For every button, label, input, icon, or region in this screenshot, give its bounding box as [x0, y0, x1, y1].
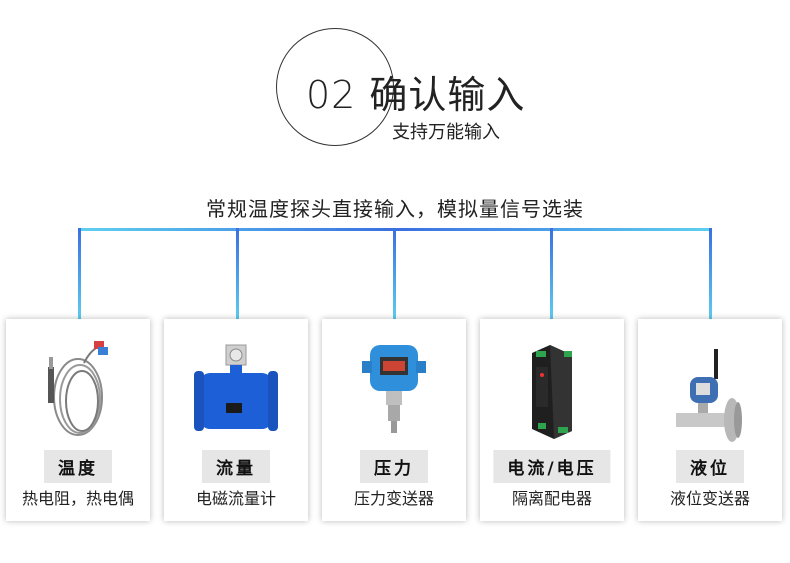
intro-text: 常规温度探头直接输入，模拟量信号选装: [206, 197, 584, 221]
card-description: 隔离配电器: [511, 489, 592, 508]
decorative-circle: [276, 28, 394, 146]
card-tag: 流量: [202, 450, 270, 483]
input-type-cards: 温度 热电阻，热电偶 流量 电磁流量计 压力 压力变送器: [6, 319, 786, 523]
level-transmitter-icon: [676, 349, 742, 442]
connector-lines: [78, 228, 712, 323]
card-tag: 液位: [676, 450, 744, 483]
thermocouple-probe-icon: [48, 341, 108, 436]
card-tag: 温度: [44, 450, 112, 483]
card-tag: 电流/电压: [493, 450, 611, 483]
pressure-transmitter-icon: [362, 345, 426, 433]
card-description: 电磁流量计: [195, 489, 276, 508]
card-pressure: 压力 压力变送器: [322, 319, 466, 521]
card-description: 压力变送器: [353, 489, 434, 508]
card-current-voltage: 电流/电压 隔离配电器: [480, 319, 624, 521]
card-flow: 流量 电磁流量计: [164, 319, 308, 521]
card-description: 热电阻，热电偶: [21, 489, 134, 508]
card-level: 液位 液位变送器: [638, 319, 782, 521]
section-title: 02 确认输入: [306, 73, 526, 117]
card-tag: 压力: [360, 450, 428, 483]
section-header: 02 确认输入 支持万能输入: [0, 0, 790, 160]
section-subtitle: 支持万能输入: [392, 122, 500, 143]
electromagnetic-flowmeter-icon: [194, 344, 278, 431]
isolated-distributor-icon: [532, 345, 572, 439]
card-description: 液位变送器: [669, 489, 750, 508]
card-temperature: 温度 热电阻，热电偶: [6, 319, 150, 521]
